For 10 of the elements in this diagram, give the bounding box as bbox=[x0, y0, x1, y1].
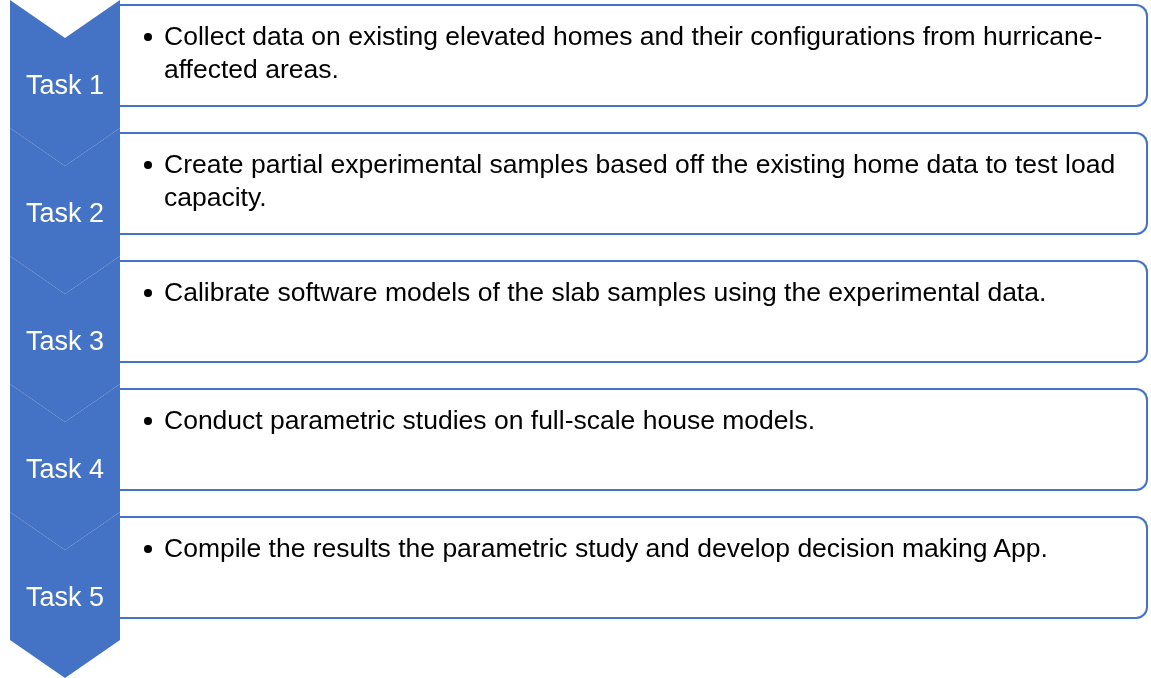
task-description: Calibrate software models of the slab samples using the experimental data. bbox=[164, 276, 1047, 309]
task-label: Task 3 bbox=[25, 325, 104, 357]
task-description: Collect data on existing elevated homes and their configurations from hurricane-affected areas. bbox=[164, 20, 1104, 86]
task-label: Task 5 bbox=[25, 581, 104, 613]
task-label: Task 4 bbox=[25, 453, 104, 485]
task-description: Create partial experimental samples based off the existing home data to test load capacity. bbox=[164, 148, 1117, 214]
task-description: Conduct parametric studies on full-scale house models. bbox=[164, 404, 816, 437]
task-description: Compile the results the parametric study and develop decision making App. bbox=[164, 532, 1048, 565]
task-label: Task 1 bbox=[25, 69, 104, 101]
task-label: Task 2 bbox=[25, 197, 104, 229]
